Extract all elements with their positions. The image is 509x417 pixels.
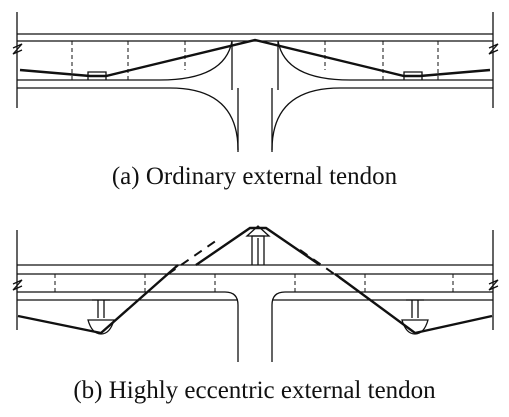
caption-b: (b) Highly eccentric external tendon — [73, 377, 436, 404]
pier-right-b — [271, 291, 286, 362]
tendon-a — [19, 38, 491, 78]
tendon-b-right-outer — [334, 273, 493, 335]
tendon-b-top — [195, 226, 321, 266]
panel-a-ordinary-external-tendon — [12, 12, 499, 152]
tendon-b — [17, 226, 493, 335]
right-break-mark-b — [488, 279, 499, 291]
haunch-right-inner — [277, 40, 351, 81]
diaphragms-b — [54, 274, 454, 292]
bottom-deviator-right — [401, 299, 429, 335]
left-break-mark — [12, 43, 23, 55]
haunch-left-inner — [159, 40, 233, 81]
right-break-mark — [488, 43, 499, 55]
top-deviator-cap — [245, 225, 271, 237]
caption-a: (a) Ordinary external tendon — [111, 163, 398, 190]
tendon-b-left-outer — [17, 264, 179, 335]
haunch-left-outer — [169, 87, 239, 151]
left-break-mark-b — [12, 279, 23, 291]
tendon-b-left-dashed — [167, 237, 221, 275]
pier-left-b — [224, 291, 239, 362]
diaphragms-a — [71, 41, 439, 80]
haunch-right-outer — [271, 87, 341, 151]
bottom-deviator-left — [87, 299, 115, 335]
panel-b-highly-eccentric-external-tendon — [12, 225, 499, 362]
